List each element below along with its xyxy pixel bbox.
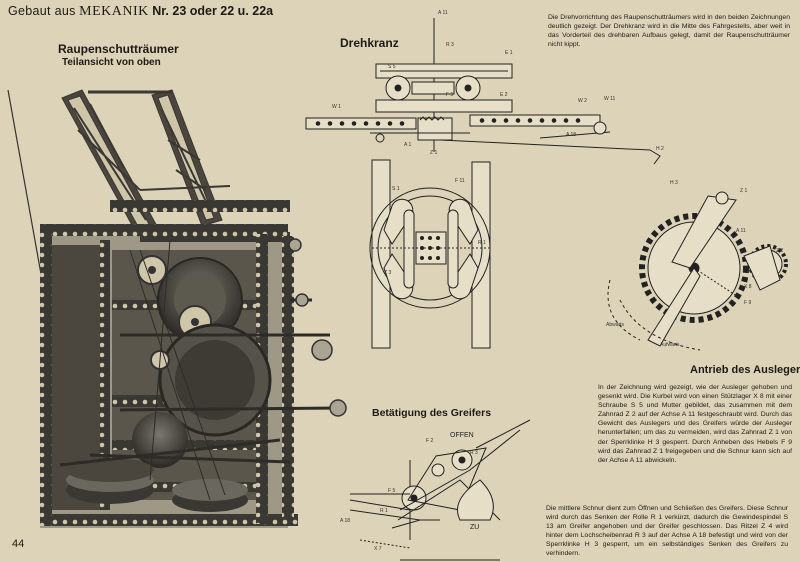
label-h2: H 2 xyxy=(656,146,664,152)
label-e1: E 1 xyxy=(505,50,513,56)
label-r3-greifer: R 3 xyxy=(470,450,478,456)
label-r3: R 3 xyxy=(446,42,454,48)
greifer-zu: ZU xyxy=(470,524,480,531)
label-s1: S 1 xyxy=(392,186,400,192)
gears xyxy=(66,255,272,512)
antrieb-text: In der Zeichnung wird gezeigt, wie der A… xyxy=(598,384,792,464)
label-r1-greifer: R 1 xyxy=(380,508,388,514)
axle-ends xyxy=(288,238,347,417)
antrieb-title: Antrieb des Auslegers xyxy=(690,364,800,376)
label-z2: Z 2 xyxy=(776,248,784,254)
label-e2: E 2 xyxy=(500,92,508,98)
label-z3: Z 3 xyxy=(384,270,392,276)
left-subtitle: Teilansicht von oben xyxy=(62,57,161,68)
header-models: Nr. 23 oder 22 u. 22a xyxy=(152,4,274,18)
label-a1: A 1 xyxy=(404,142,412,148)
page-number: 44 xyxy=(12,538,25,550)
greifer-offen: OFFEN xyxy=(450,432,474,439)
label-z1: Z 1 xyxy=(430,150,438,156)
label-a18-greifer: A 18 xyxy=(340,518,351,524)
label-abwarts: Abwärts xyxy=(606,322,625,328)
label-a11-antrieb: A 11 xyxy=(736,228,746,234)
label-w11: W 11 xyxy=(604,96,616,102)
header-brand: MEKANIK xyxy=(79,4,149,19)
label-f5: F 5 xyxy=(446,92,454,98)
boom-arms xyxy=(61,89,231,237)
label-f5-greifer: F 5 xyxy=(388,488,396,494)
label-f11: F 11 xyxy=(455,178,465,184)
label-w1: W 1 xyxy=(332,104,341,110)
greifer-title: Betätigung des Greifers xyxy=(372,407,492,419)
left-title: Raupenschutträumer xyxy=(58,42,179,56)
label-x7: X 7 xyxy=(374,546,382,552)
header-prefix: Gebaut aus xyxy=(8,4,76,18)
label-r1: R 1 xyxy=(478,240,486,246)
label-aufwarts: Aufwärts xyxy=(660,342,680,348)
drehkranz-text: Die Drehvorrichtung des Raupenschutträum… xyxy=(548,14,790,49)
greifer-text: Die mittlere Schnur dient zum Öffnen und… xyxy=(546,505,788,558)
label-z1-antrieb: Z 1 xyxy=(740,188,748,194)
page-header: Gebaut aus MEKANIK Nr. 23 oder 22 u. 22a xyxy=(8,4,273,20)
label-h3: H 3 xyxy=(670,180,678,186)
label-f9: F 9 xyxy=(744,300,752,306)
label-s5: S 5 xyxy=(388,64,396,70)
axles xyxy=(59,298,341,467)
label-x8: X 8 xyxy=(744,284,752,290)
label-a11: A 11 xyxy=(438,10,448,16)
label-f2: F 2 xyxy=(426,438,434,444)
label-a18: A 18 xyxy=(566,132,577,138)
drehkranz-title: Drehkranz xyxy=(340,36,399,50)
label-w2: W 2 xyxy=(578,98,587,104)
